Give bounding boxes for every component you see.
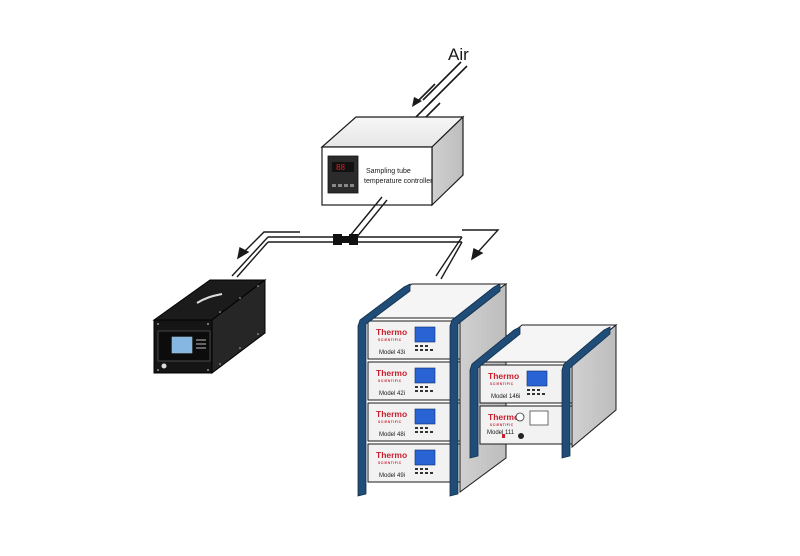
model-label: Model 49i [379,473,405,479]
controller-display: 88 [327,155,359,194]
thermo-subtitle: SCIENTIFIC [378,420,402,424]
instrument-screen [414,449,436,466]
svg-text:88: 88 [336,163,345,172]
temperature-controller: 88 Sampling tube temperature controller [320,115,465,207]
rack-rail [357,283,501,497]
controller-label-line1: Sampling tube [366,168,411,175]
thermo-subtitle: SCIENTIFIC [378,461,402,465]
control-knob [518,433,524,439]
thermo-subtitle: SCIENTIFIC [378,379,402,383]
thermo-logo: Thermo [376,409,407,419]
air-arrow [412,83,436,107]
instrument-screen [414,326,436,343]
thermo-logo: Thermo [376,450,407,460]
model-label: Model 42i [379,391,405,397]
thermo-subtitle: SCIENTIFIC [490,423,514,427]
sample-tubing [231,196,463,280]
right-rack: Thermo SCIENTIFIC Model 146i Thermo SCIE… [469,323,618,459]
model-label: Model 43i [379,350,405,356]
thermo-subtitle: SCIENTIFIC [378,338,402,342]
tube-tee-fitting [333,234,358,245]
black-analyzer [152,278,267,375]
indicator-light [502,434,505,438]
thermo-subtitle: SCIENTIFIC [490,382,514,386]
thermo-logo: Thermo [376,327,407,337]
instrument-screen [526,370,548,387]
instrument-unit: Thermo SCIENTIFIC Model 42i [367,361,461,401]
flow-arrow-right [462,229,500,261]
instrument-unit: Thermo SCIENTIFIC Model 111 [479,405,573,445]
instrument-unit: Thermo SCIENTIFIC Model 49i [367,443,461,483]
instrument-unit: Thermo SCIENTIFIC Model 146i [479,364,573,404]
thermo-logo: Thermo [488,371,519,381]
instrument-window [529,410,549,426]
model-label: Model 48i [379,432,405,438]
instrument-unit: Thermo SCIENTIFIC Model 43i [367,320,461,360]
controller-label-line2: temperature controller [364,178,433,185]
thermo-logo: Thermo [376,368,407,378]
air-label: Air [448,45,469,64]
model-label: Model 146i [491,394,520,400]
instrument-unit: Thermo SCIENTIFIC Model 48i [367,402,461,442]
model-label: Model 111 [487,430,515,436]
rack-rail [469,326,611,459]
instrument-screen [414,367,436,384]
flow-arrow-left [237,231,300,260]
thermo-logo: Thermo [488,412,519,422]
instrument-screen [414,408,436,425]
gauge-dial [515,412,525,422]
